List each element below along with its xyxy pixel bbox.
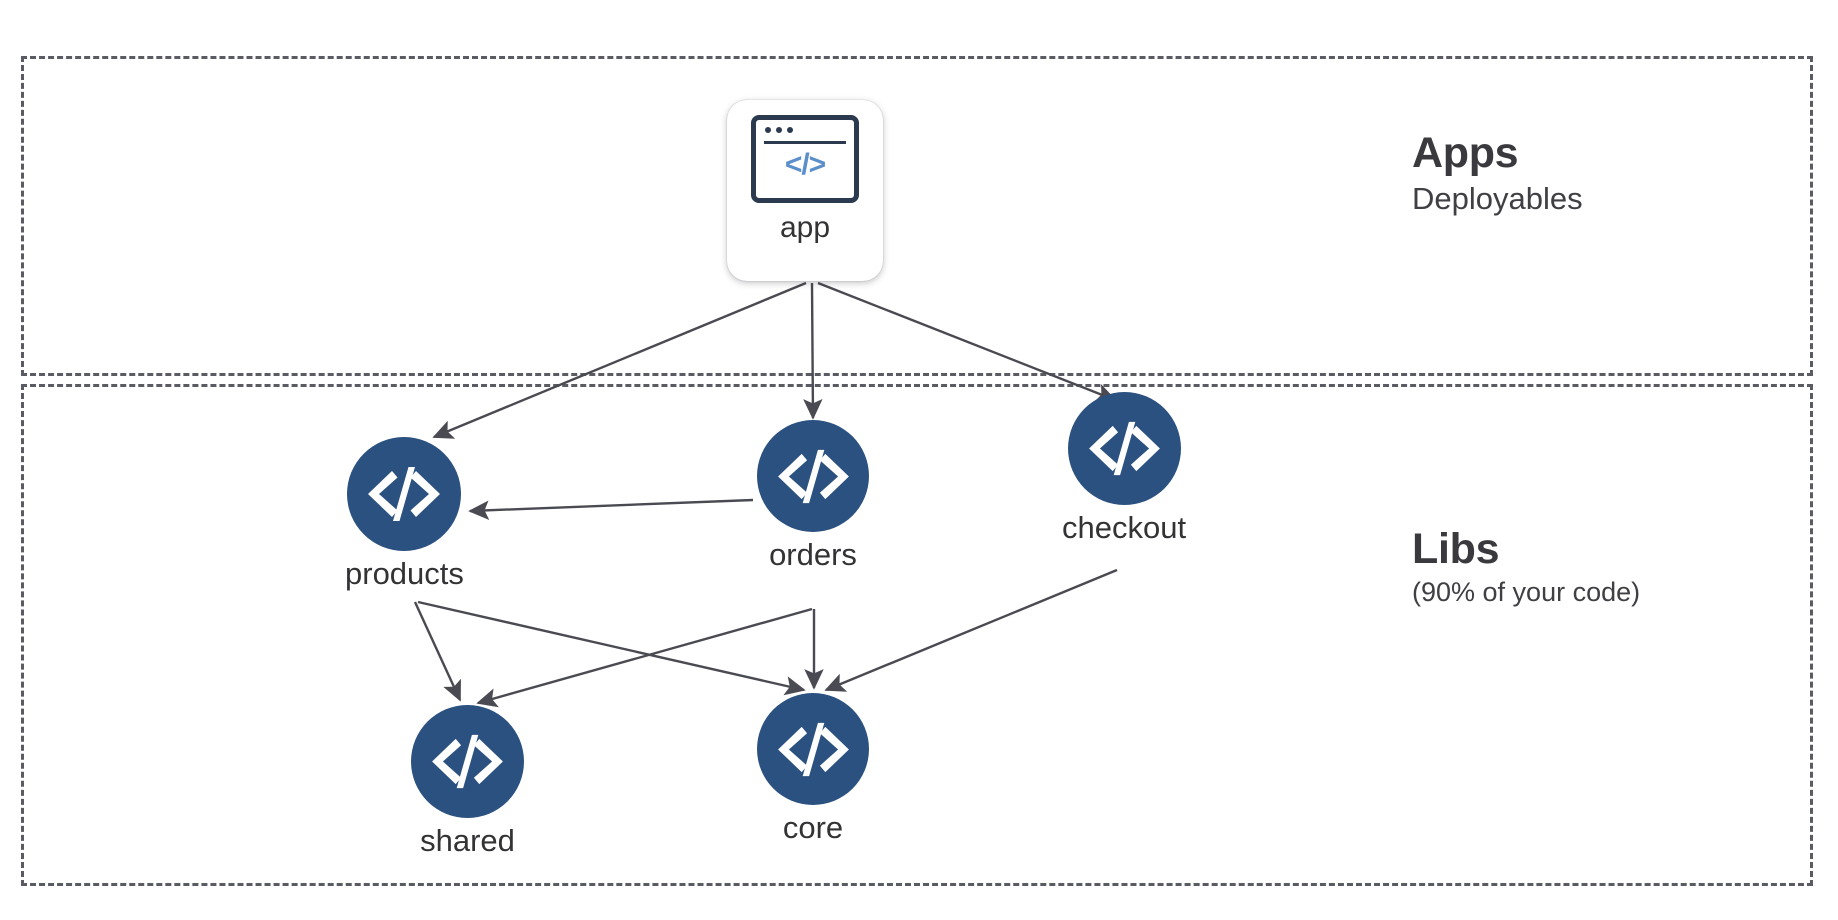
code-brackets-icon xyxy=(1067,392,1181,505)
browser-window-code-icon: </> xyxy=(751,115,859,203)
zone-libs-subtitle: (90% of your code) xyxy=(1412,577,1641,608)
node-orders[interactable]: orders xyxy=(757,420,869,572)
node-core[interactable]: core xyxy=(757,693,869,845)
node-shared-label: shared xyxy=(420,823,515,858)
node-shared[interactable]: shared xyxy=(411,705,524,858)
code-brackets-glyph: </> xyxy=(784,148,826,181)
node-core-label: core xyxy=(782,810,844,845)
zone-apps-caption: Apps Deployables xyxy=(1412,130,1583,218)
zone-libs-caption: Libs (90% of your code) xyxy=(1412,526,1640,609)
node-products-label: products xyxy=(345,556,464,591)
node-orders-label: orders xyxy=(769,537,857,572)
zone-apps-title: Apps xyxy=(1412,129,1519,177)
code-brackets-icon xyxy=(757,420,869,532)
node-app[interactable]: </> app xyxy=(727,100,883,281)
node-checkout-label: checkout xyxy=(1062,510,1187,545)
window-titlebar-divider xyxy=(764,141,846,144)
node-checkout[interactable]: checkout xyxy=(1062,392,1186,545)
zone-apps-subtitle: Deployables xyxy=(1412,181,1583,217)
zone-libs-title: Libs xyxy=(1412,525,1500,573)
code-brackets-icon xyxy=(411,705,524,818)
code-brackets-icon xyxy=(757,693,869,805)
window-dots-icon xyxy=(765,127,793,133)
node-products[interactable]: products xyxy=(345,437,464,591)
zone-libs-boundary xyxy=(21,384,1813,886)
node-app-label: app xyxy=(779,211,831,244)
code-brackets-icon xyxy=(347,437,462,551)
